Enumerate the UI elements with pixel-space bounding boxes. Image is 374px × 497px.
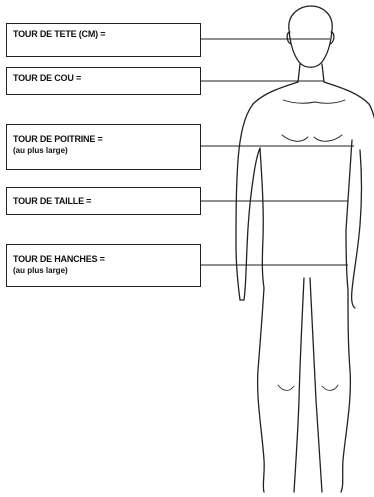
- knee-detail-right: [322, 385, 338, 390]
- inner-right-leg: [310, 278, 322, 492]
- waist-measurement-label: TOUR DE TAILLE =: [13, 195, 194, 207]
- head-outline: [289, 6, 332, 67]
- chest-measurement-label: TOUR DE POITRINE =: [13, 133, 194, 145]
- hip-measurement-label: TOUR DE HANCHES =: [13, 253, 194, 265]
- knee-detail-left: [278, 385, 294, 390]
- waist-measurement-box: TOUR DE TAILLE =: [6, 187, 201, 215]
- right-torso-outline: [341, 140, 352, 492]
- hip-measurement-box: TOUR DE HANCHES = (au plus large): [6, 244, 201, 287]
- head-measurement-box: TOUR DE TETE (CM) =: [6, 23, 201, 57]
- right-arm-outline: [352, 150, 362, 308]
- left-side-outline: [236, 82, 298, 492]
- hip-measurement-note: (au plus large): [13, 265, 194, 276]
- chest-measurement-note: (au plus large): [13, 145, 194, 156]
- neck-right: [322, 64, 324, 82]
- inner-left-leg: [294, 278, 304, 492]
- right-side-outline: [324, 82, 374, 160]
- head-measurement-label: TOUR DE TETE (CM) =: [13, 28, 194, 40]
- neck-measurement-box: TOUR DE COU =: [6, 67, 201, 95]
- chest-detail: [282, 135, 342, 141]
- neck-left: [298, 64, 300, 82]
- neck-measurement-label: TOUR DE COU =: [13, 72, 194, 84]
- chest-measurement-box: TOUR DE POITRINE = (au plus large): [6, 124, 201, 170]
- collarbone-detail: [283, 100, 345, 103]
